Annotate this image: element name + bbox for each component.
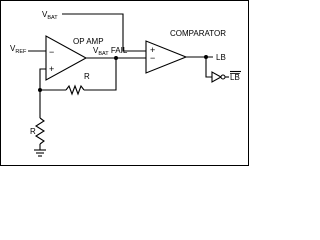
ground-resistor bbox=[34, 117, 46, 145]
feedback-resistor-label: R bbox=[84, 72, 90, 81]
circuit-canvas: VBAT VREF − + OP AMP VBAT FAIL R R COMPA… bbox=[0, 0, 249, 166]
vbat-top-label: VBAT bbox=[42, 10, 58, 21]
opamp-minus-sign: − bbox=[49, 47, 54, 57]
comparator-label: COMPARATOR bbox=[170, 29, 226, 38]
vbat-input-wire bbox=[62, 13, 146, 52]
lb-label: LB bbox=[216, 53, 226, 62]
lb-bar-label: LB bbox=[230, 73, 240, 82]
inverter-triangle bbox=[211, 71, 223, 83]
feedback-wire-right bbox=[84, 58, 117, 91]
vref-label: VREF bbox=[10, 44, 27, 55]
ground-icon bbox=[34, 149, 46, 157]
ground-resistor-label: R bbox=[30, 127, 36, 136]
schematic-diagram: VBAT VREF − + OP AMP VBAT FAIL R R COMPA… bbox=[0, 0, 249, 166]
opamp-label: OP AMP bbox=[73, 37, 104, 46]
inverter-input-wire bbox=[205, 57, 212, 78]
opamp-triangle bbox=[45, 35, 88, 81]
feedback-resistor bbox=[65, 84, 85, 96]
comparator-triangle bbox=[145, 40, 188, 74]
figure-border bbox=[0, 0, 249, 166]
inverter-bubble bbox=[220, 74, 226, 80]
comparator-minus-sign: − bbox=[150, 53, 155, 63]
vbat-fail-label: VBAT FAIL bbox=[93, 46, 128, 57]
opamp-plus-wire bbox=[39, 68, 46, 90]
comparator-plus-sign: + bbox=[150, 45, 155, 55]
opamp-plus-sign: + bbox=[49, 64, 54, 74]
